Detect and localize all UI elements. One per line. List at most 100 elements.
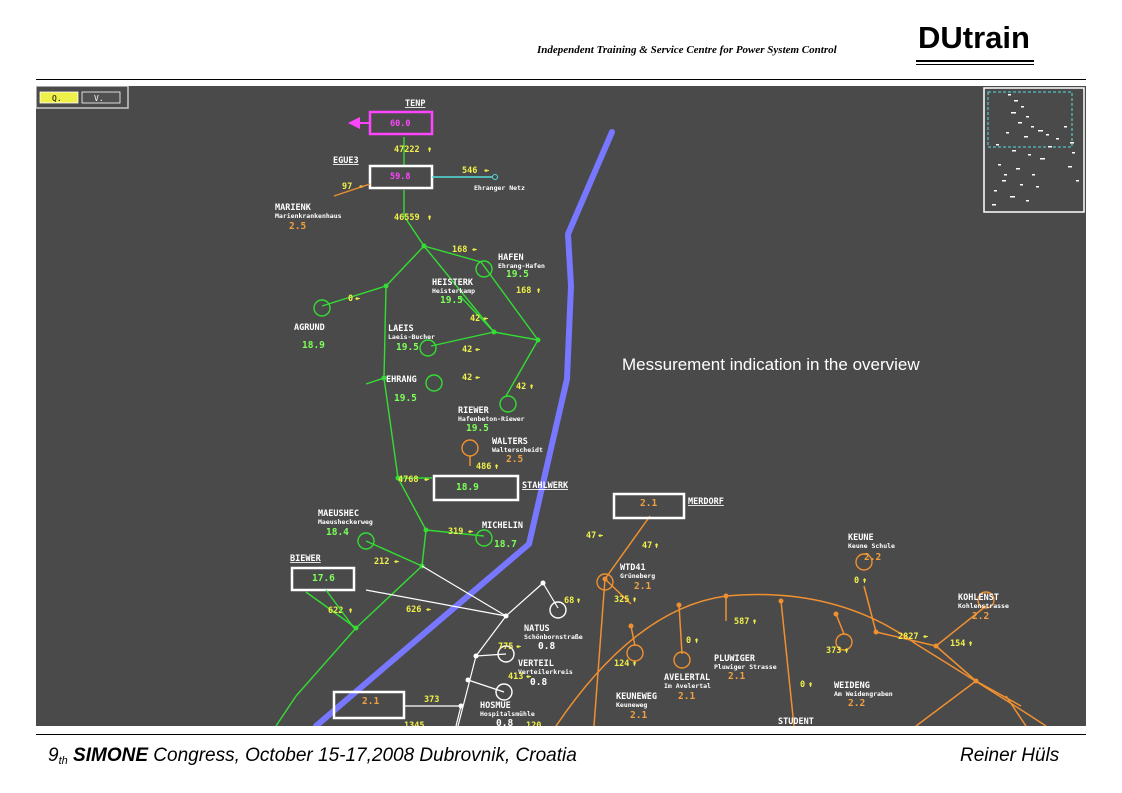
tenp-value: 60.0 [390,119,410,129]
laeis-sub: Laeis-Bucher [388,333,435,341]
bottom-box-flow-a: 373 [424,695,439,705]
verteil-circle[interactable] [497,645,515,663]
laeis-circle[interactable] [419,339,437,357]
station-laeis[interactable]: LAEIS Laeis-Bucher 19.5 42 ↞ 42 ↞ [388,314,488,357]
station-walters[interactable]: WALTERS Walterscheidt 2.5 486 ↟ [461,437,543,472]
marienk-sub: Marienkrankenhaus [275,212,342,220]
station-heisterk[interactable]: HEISTERK Heisterkamp 19.5 [432,278,475,306]
station-agrund[interactable]: 0 ↞ AGRUND 18.9 [294,294,360,351]
avelertal-sub: Im Avelertal [664,682,711,690]
hosmue-circle[interactable] [495,683,513,701]
network-diagram[interactable]: Q. V. [36,86,1086,726]
station-stahlwerk[interactable]: 18.9 STAHLWERK 4768 ↞ [398,474,569,502]
station-hosmue[interactable]: HOSMUE Hospitalsmühle 0.8 [480,683,535,726]
avelertal-circle[interactable] [673,651,691,669]
bottom-box-flow-b: 1345 [404,721,424,726]
wtd41-name: WTD41 [620,563,646,573]
orange-network [469,456,1047,726]
walters-circle[interactable] [461,439,479,457]
dutrain-logo: DUtrain [918,20,1030,55]
stahlwerk-box[interactable] [432,474,520,502]
verteil-flow-b: 413 [508,672,523,682]
avelertal-value: 2.1 [678,691,695,702]
natus-circle[interactable] [549,601,567,619]
station-kohlenst[interactable]: KOHLENST Kohlenstrasse 2.2 2827 ↞ 154 ↟ [898,591,1009,649]
kohlenst-value: 2.2 [972,611,989,622]
keuneweg-circle[interactable] [626,644,644,662]
mode-buttons[interactable]: Q. V. [36,86,129,109]
merdorf-flow-a-arrow-icon: ↞ [598,531,603,541]
pluwiger-value: 2.1 [728,671,745,682]
minimap-viewport[interactable] [987,91,1073,148]
verteil-value: 0.8 [530,677,547,688]
agrund-circle[interactable] [313,299,331,317]
station-verteil[interactable]: VERTEIL Verteilerkreis 0.8 775 ↞ 413 ↞ [497,642,573,688]
v-mode-button[interactable] [81,91,121,104]
marienk-flow: 97 [342,182,352,192]
keuneweg-name: KEUNEWEG [616,692,657,702]
q-mode-button[interactable] [39,91,79,104]
station-avelertal[interactable]: AVELERTAL Im Avelertal 2.1 0 ↟ [664,636,711,702]
flow-47222-arrow-icon: ↟ [427,145,432,155]
weideng-value: 2.2 [848,698,865,709]
scada-overview-screen[interactable]: Q. V. [36,86,1086,726]
riewer-circle[interactable] [499,395,517,413]
station-tenp[interactable]: 60.0 TENP [348,99,434,136]
avelertal-name: AVELERTAL [664,673,710,683]
flow-47222: 47222 [394,145,420,155]
weideng-sub: Am Weidengraben [834,690,893,698]
walters-sub: Walterscheidt [492,446,543,454]
kohlenst-circle[interactable] [977,591,995,609]
station-egue3[interactable]: 59.8 EGUE3 546 ↞ Ehranger Netz [333,156,525,192]
station-keuneweg[interactable]: KEUNEWEG Keuneweg 2.1 124 ↟ [614,644,657,721]
congress-suffix: th [58,755,68,767]
agrund-flow: 0 [348,294,353,304]
laeis-flow-a: 42 [470,314,480,324]
logo-underline [916,60,1034,62]
minimap-frame[interactable] [983,87,1085,213]
merdorf-box[interactable] [612,492,686,520]
keune-circle[interactable] [855,553,873,571]
heisterk-sub: Heisterkamp [432,287,475,295]
station-natus[interactable]: NATUS Schönbornstraße 0.8 68 ↟ [524,596,583,652]
station-bottom-box[interactable]: 2.1 373 1345 120 [332,690,541,726]
station-pluwiger[interactable]: PLUWIGER Pluwiger Strasse 2.1 587 ↟ [714,617,777,682]
station-keune[interactable]: KEUNE Keune Schule 0 ↟ 2.2 [848,533,895,586]
header-rule [36,79,1086,80]
maeushec-value: 18.4 [326,527,349,538]
station-maeushec[interactable]: MAEUSHEC Maeusheckerweg 18.4 212 ↞ [318,509,399,567]
student-arrow-icon: ↟ [808,680,813,690]
wtd41-circle[interactable] [596,573,614,591]
ehrang-circle[interactable] [425,374,443,392]
maeushec-circle[interactable] [357,532,375,550]
keuneweg-arrow-icon: ↟ [632,659,637,669]
congress-name: SIMONE [73,745,148,766]
station-marienk[interactable]: 97 ↞ MARIENK Marienkrankenhaus 2.5 [275,182,371,232]
laeis-flow-b-arrow-icon: ↞ [475,345,480,355]
station-michelin[interactable]: MICHELIN 18.7 319 ↞ [448,521,523,550]
station-wtd41[interactable]: WTD41 Grüneberg 2.1 325 ↟ [596,563,655,605]
michelin-circle[interactable] [475,529,493,547]
minimap-dots [992,94,1079,206]
natus-flow: 68 [564,596,574,606]
station-hafen[interactable]: HAFEN Ehrang-Hafen 19.5 168 ↞ 168 ↟ [452,245,545,296]
michelin-name: MICHELIN [482,521,523,531]
station-merdorf[interactable]: 2.1 MERDORF 47 ↞ 47 ↟ [586,492,724,551]
kohlenst-flow-b: 154 [950,639,965,649]
station-ehrang[interactable]: EHRANG 19.5 42 ↞ 42 ↟ [386,373,534,404]
walters-flow: 486 [476,462,491,472]
kohlenst-flow-b-arrow-icon: ↟ [968,639,973,649]
station-biewer[interactable]: 17.6 BIEWER 622 ↟ 626 ↞ [290,554,431,629]
ehranger-flow: 546 [462,166,477,176]
bottom-box[interactable] [332,690,406,720]
pluwiger-flow: 587 [734,617,749,627]
station-weideng[interactable]: WEIDENG Am Weidengraben 2.2 373 ↟ [826,633,893,709]
weideng-circle[interactable] [835,633,853,651]
biewer-box[interactable] [290,566,356,592]
station-student[interactable]: STUDENT 0 ↟ [778,680,814,726]
ehrang-value: 19.5 [394,393,417,404]
minimap[interactable] [983,87,1085,213]
hafen-circle[interactable] [475,260,493,278]
marienk-line [333,183,371,197]
station-riewer[interactable]: RIEWER Hafenbeton-Riewer 19.5 [458,395,525,434]
